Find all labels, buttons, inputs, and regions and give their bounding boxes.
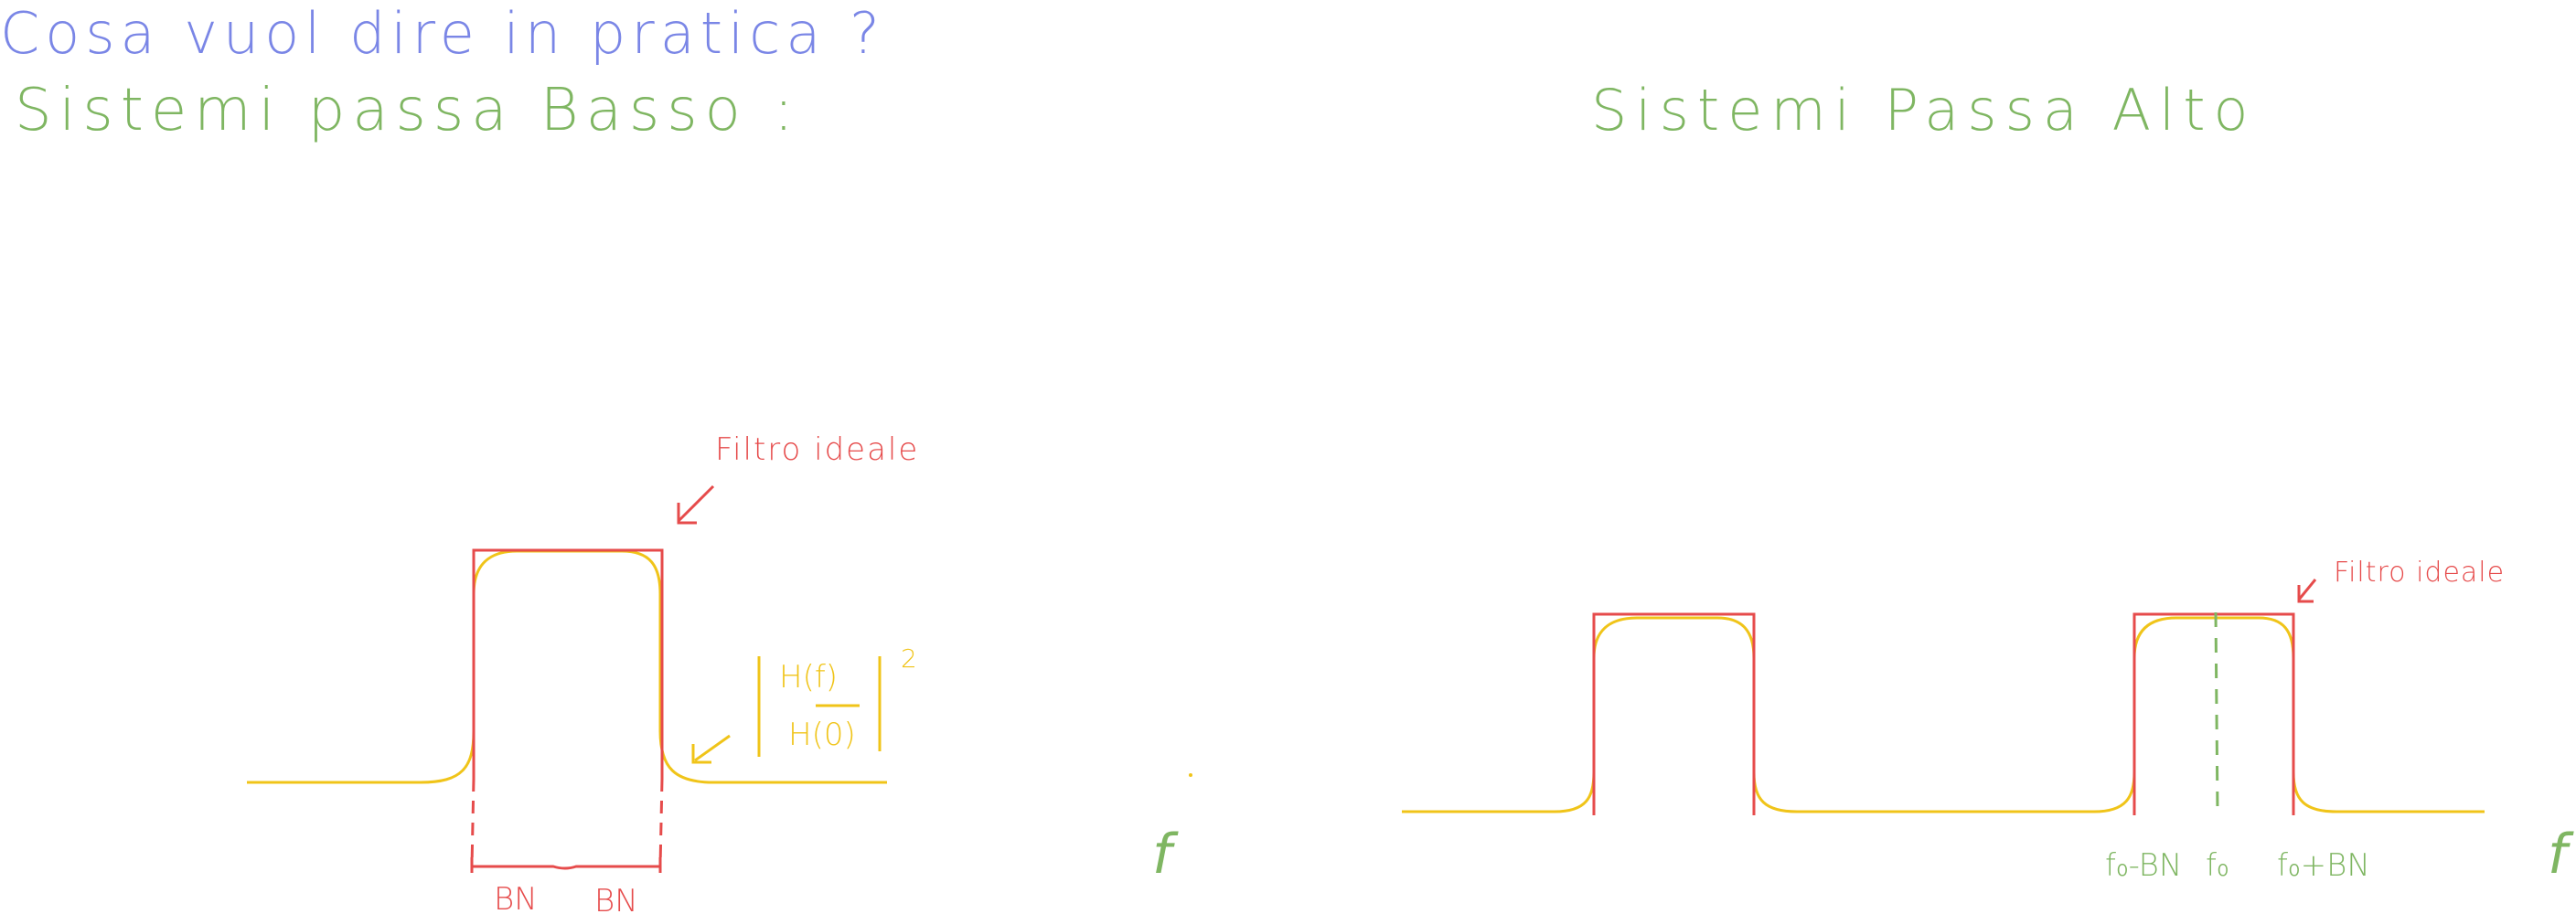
low-pass-ideal-filter (472, 548, 664, 779)
low-pass-dashed-right (658, 778, 664, 867)
high-pass-heading: Sistemi Passa Alto (1591, 77, 2256, 143)
transfer-function-expression: H(f) H(0) 2 (757, 643, 917, 757)
bandwidth-left-label: BN (494, 881, 538, 914)
low-pass-dashed-left (470, 778, 476, 867)
tick-upper-label: f₀+BN (2277, 847, 2370, 884)
transfer-numerator: H(f) (779, 659, 838, 696)
high-pass-ideal-filter-left (1592, 612, 1756, 815)
high-pass-ideal-filter-right (2132, 612, 2295, 815)
low-pass-heading: Sistemi passa Basso : (15, 77, 801, 144)
low-pass-ideal-filter-label: Filtro ideale (715, 431, 919, 468)
high-pass-ideal-filter-arrow (2297, 579, 2317, 603)
center-frequency-dashed-line (2214, 611, 2219, 814)
tick-lower-label: f₀-BN (2105, 847, 2182, 884)
high-pass-axis-label: f (2548, 823, 2574, 887)
transfer-exponent: 2 (901, 643, 917, 674)
stray-dot (1189, 773, 1192, 777)
high-pass-diagram: Filtro ideale f₀-BN f₀ f₀+BN f (1402, 557, 2574, 887)
low-pass-ideal-filter-arrow (677, 484, 715, 525)
bandwidth-bracket (470, 857, 662, 873)
tick-center-label: f₀ (2206, 847, 2229, 884)
question-note: Cosa vuol dire in pratica ? (0, 0, 885, 67)
transfer-denominator: H(0) (788, 717, 856, 753)
high-pass-response-curve (1402, 616, 2485, 813)
low-pass-axis-label: f (1152, 823, 1179, 887)
transfer-function-arrow (691, 734, 731, 764)
high-pass-ideal-filter-label: Filtro ideale (2334, 557, 2505, 589)
bandwidth-right-label: BN (594, 883, 638, 914)
low-pass-diagram: BN BN Filtro ideale H(f) H(0) 2 f (247, 431, 1192, 914)
